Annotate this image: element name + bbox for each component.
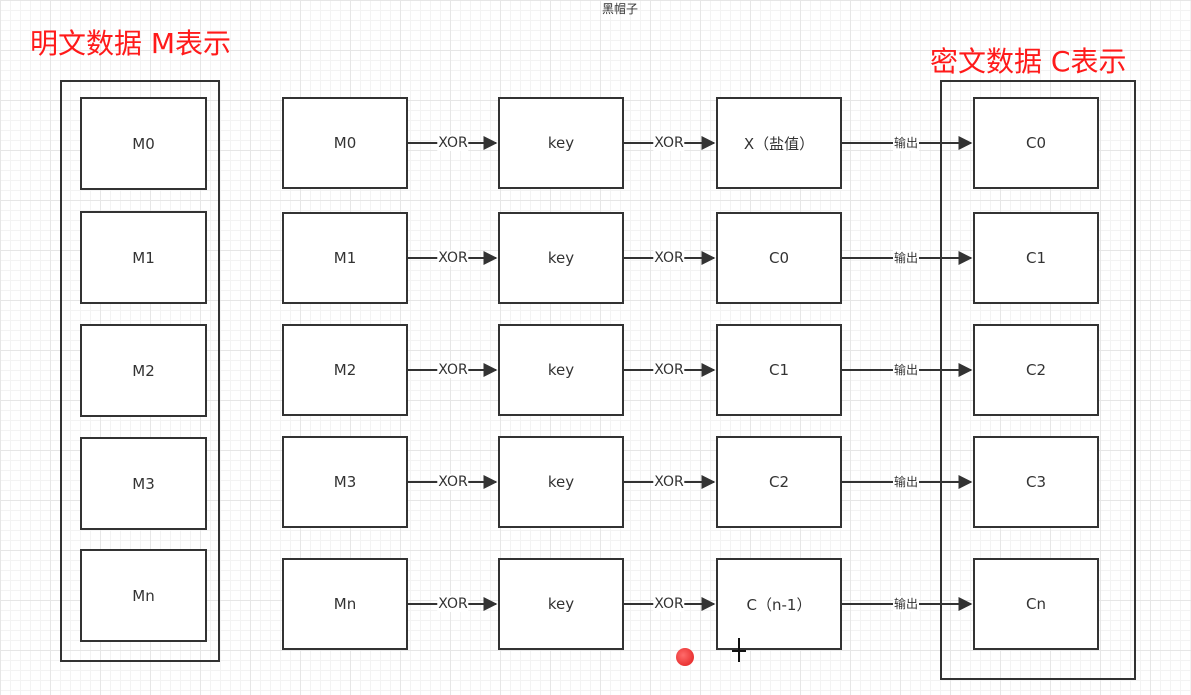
row0-xor-label-2: XOR <box>653 135 685 151</box>
canvas-top-label: 黑帽子 <box>601 2 638 16</box>
row3-key-block[interactable]: key <box>498 436 624 528</box>
row3-m-block[interactable]: M3 <box>282 436 408 528</box>
row3-x-block[interactable]: C2 <box>716 436 842 528</box>
row2-xor-label-1: XOR <box>437 362 469 378</box>
row3-xor-label-2: XOR <box>653 474 685 490</box>
row2-key-block[interactable]: key <box>498 324 624 416</box>
row1-key-block[interactable]: key <box>498 212 624 304</box>
row2-x-block[interactable]: C1 <box>716 324 842 416</box>
row1-xor-label-2: XOR <box>653 250 685 266</box>
row1-output-label: 输出 <box>892 250 920 266</box>
row4-m-block[interactable]: Mn <box>282 558 408 650</box>
row1-xor-label-1: XOR <box>437 250 469 266</box>
text-cursor-icon <box>732 638 746 662</box>
plaintext-block-m2[interactable]: M2 <box>80 324 207 417</box>
row3-c-block[interactable]: C3 <box>973 436 1099 528</box>
row0-c-block[interactable]: C0 <box>973 97 1099 189</box>
row2-c-block[interactable]: C2 <box>973 324 1099 416</box>
row4-xor-label-1: XOR <box>437 596 469 612</box>
plaintext-block-mn[interactable]: Mn <box>80 549 207 642</box>
row3-xor-label-1: XOR <box>437 474 469 490</box>
plaintext-block-m1[interactable]: M1 <box>80 211 207 304</box>
row4-key-block[interactable]: key <box>498 558 624 650</box>
row4-c-block[interactable]: Cn <box>973 558 1099 650</box>
ciphertext-container[interactable] <box>940 80 1136 680</box>
row1-c-block[interactable]: C1 <box>973 212 1099 304</box>
row2-output-label: 输出 <box>892 362 920 378</box>
plaintext-container[interactable] <box>60 80 220 662</box>
row0-xor-label-1: XOR <box>437 135 469 151</box>
row0-x-block[interactable]: X（盐值） <box>716 97 842 189</box>
plaintext-group-title: 明文数据 M表示 <box>30 27 232 60</box>
row4-xor-label-2: XOR <box>653 596 685 612</box>
row2-m-block[interactable]: M2 <box>282 324 408 416</box>
row2-xor-label-2: XOR <box>653 362 685 378</box>
row1-x-block[interactable]: C0 <box>716 212 842 304</box>
row4-x-block[interactable]: C（n-1） <box>716 558 842 650</box>
row3-output-label: 输出 <box>892 474 920 490</box>
row4-output-label: 输出 <box>892 596 920 612</box>
plaintext-block-m0[interactable]: M0 <box>80 97 207 190</box>
ciphertext-group-title: 密文数据 C表示 <box>930 45 1127 78</box>
row0-output-label: 输出 <box>892 135 920 151</box>
plaintext-block-m3[interactable]: M3 <box>80 437 207 530</box>
pointer-highlight-dot <box>676 648 694 666</box>
row0-m-block[interactable]: M0 <box>282 97 408 189</box>
row0-key-block[interactable]: key <box>498 97 624 189</box>
row1-m-block[interactable]: M1 <box>282 212 408 304</box>
